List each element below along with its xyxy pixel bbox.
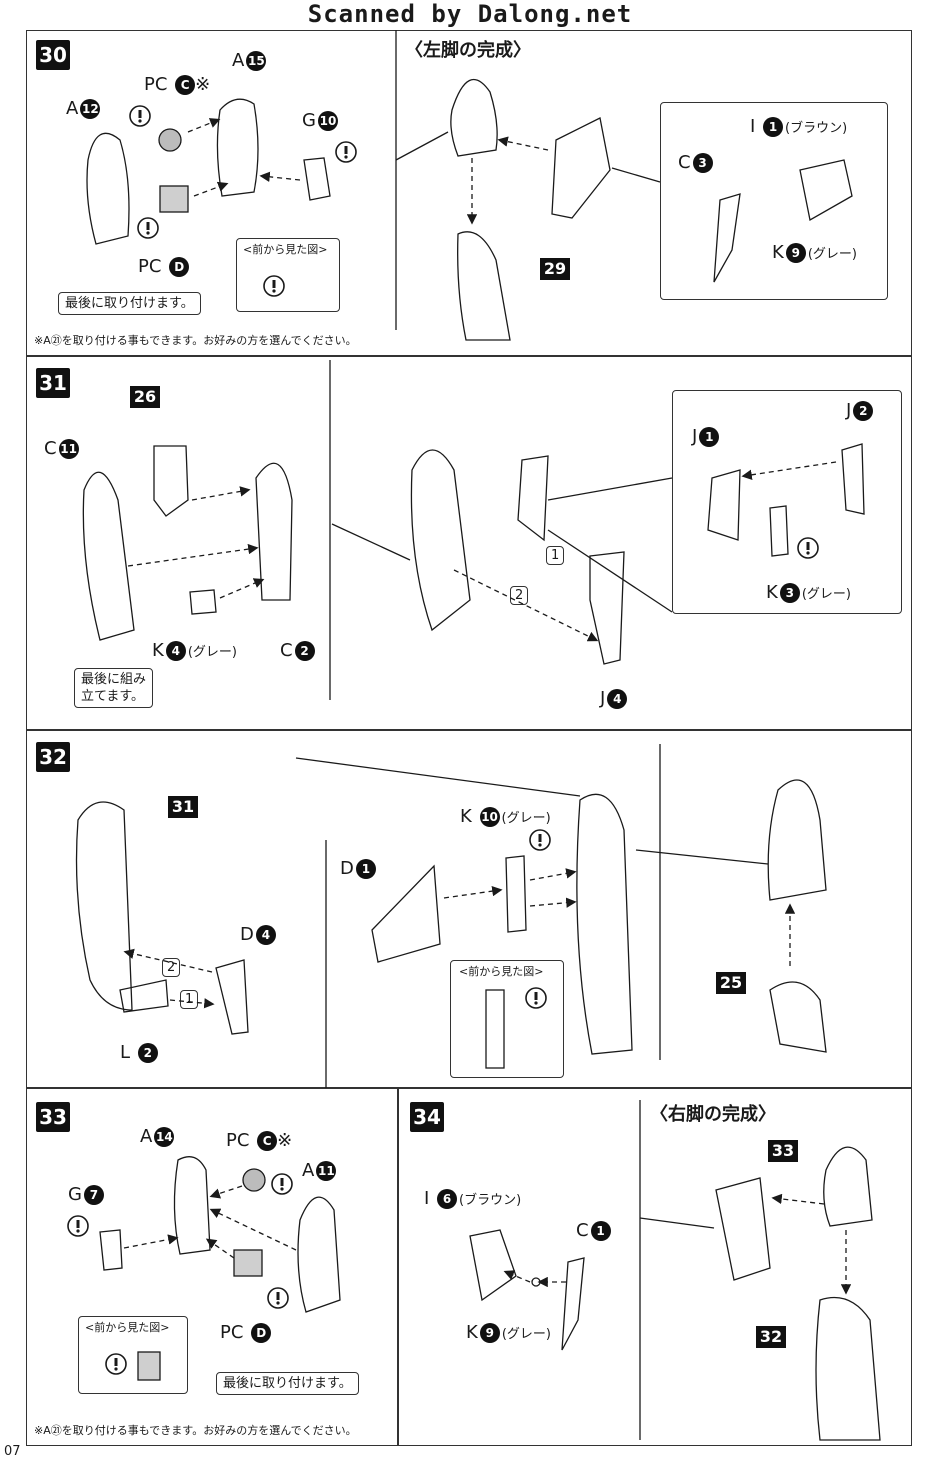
label-pc-c-33: PC C※ [226,1130,293,1151]
ref-33: 33 [768,1140,798,1162]
assemble-last-note-31: 最後に組み 立てます。 [74,668,154,708]
caution-icon [137,217,159,239]
ref-29: 29 [540,258,570,280]
label-i1: I 1(ブラウン) [750,116,848,137]
order-2-32: 2 [162,958,181,977]
label-i6: I 6(ブラウン) [424,1188,522,1209]
attach-last-note-30: 最後に取り付けます。 [58,292,201,315]
caution-icon [335,141,357,163]
step-32-number: 32 [36,742,70,772]
footnote-33: ※A㉑を取り付ける事もできます。お好みの方を選んでください。 [34,1424,357,1437]
caution-icon [525,987,547,1009]
watermark: Scanned by Dalong.net [307,0,633,28]
step-30-heading: 〈左脚の完成〉 [405,40,531,61]
caution-icon [271,1173,293,1195]
label-pc-c: PC C※ [144,74,211,95]
front-view-box-30: <前から見た図> [236,238,340,312]
footnote-30: ※A㉑を取り付ける事もできます。お好みの方を選んでください。 [34,334,357,347]
step-30-number: 30 [36,40,70,70]
caution-icon [797,537,819,559]
label-pc-d: PC D [138,256,190,278]
caution-icon [105,1353,127,1375]
caution-icon [267,1287,289,1309]
ref-31: 31 [168,796,198,818]
part-a12 [86,132,130,245]
front-view-label-30: <前から見た図> [243,243,328,256]
step-34-heading: 〈右脚の完成〉 [650,1104,776,1125]
ref-26: 26 [130,386,160,408]
step-34-number: 34 [410,1102,444,1132]
step-33-number: 33 [36,1102,70,1132]
ref-25: 25 [716,972,746,994]
front-view-box-32: <前から見た図> [450,960,564,1078]
front-view-box-33: <前から見た図> [78,1316,188,1394]
label-k10: K 10(グレー) [460,806,551,827]
label-l2: L 2 [120,1042,158,1064]
front-view-label-33: <前から見た図> [85,1321,170,1334]
front-view-label-32: <前から見た図> [459,965,544,978]
step-34-panel [398,1088,912,1446]
page-number: 07 [4,1444,21,1459]
label-pc-d-33: PC D [220,1322,272,1344]
caution-icon [263,275,285,297]
order-1-31: 1 [546,546,565,565]
step-31-number: 31 [36,368,70,398]
ref-32: 32 [756,1326,786,1348]
caution-icon [67,1215,89,1237]
order-1-32: 1 [180,990,199,1009]
caution-icon [529,829,551,851]
caution-icon [129,105,151,127]
attach-last-note-33: 最後に取り付けます。 [216,1372,359,1395]
